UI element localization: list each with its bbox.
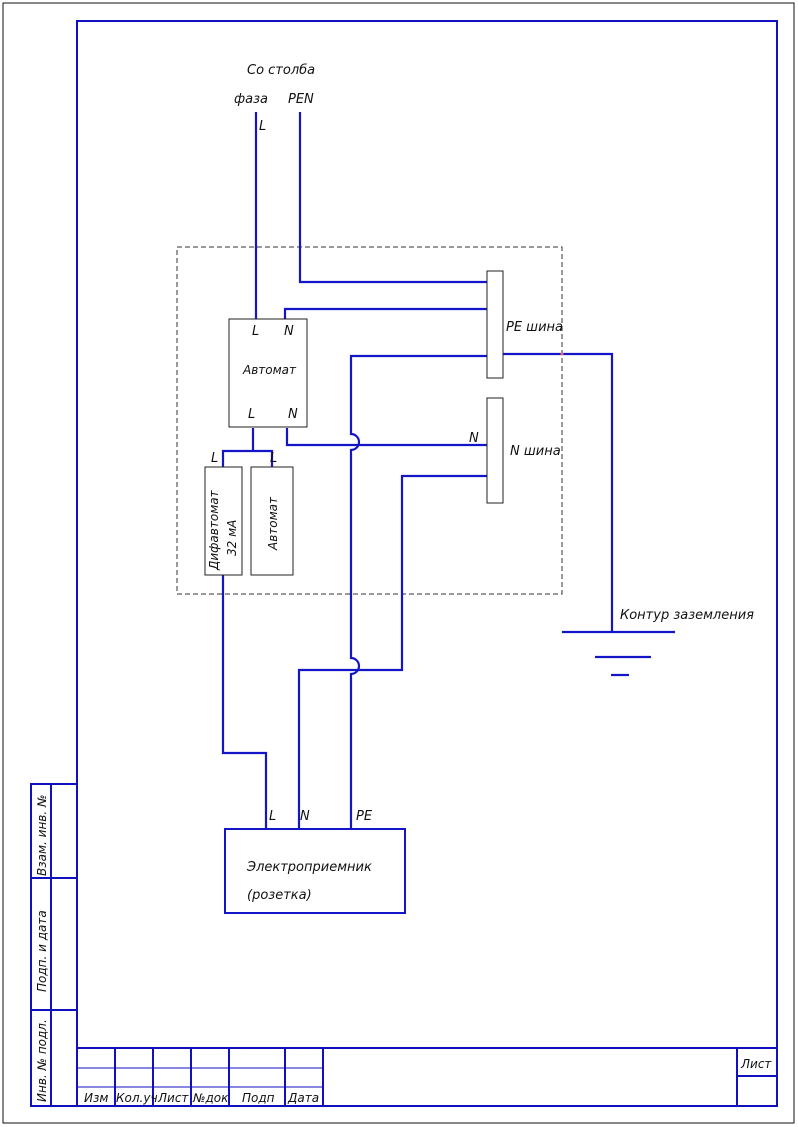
stamp-col-date: Дата xyxy=(287,1091,319,1105)
phase-label: фаза xyxy=(234,92,268,107)
receiver-subtitle: (розетка) xyxy=(247,888,312,903)
main-breaker: L N Автомат L N xyxy=(228,318,308,428)
pe-bus: PE шина xyxy=(486,270,564,379)
stamp-col-change: Изм xyxy=(84,1091,108,1105)
second-breaker: L Автомат xyxy=(250,451,294,576)
main-breaker-pin-in-l: L xyxy=(252,324,259,339)
main-breaker-label: Автомат xyxy=(242,363,297,377)
n-bus-label: N шина xyxy=(510,444,561,459)
main-breaker-pin-out-n: N xyxy=(288,407,298,422)
main-breaker-pin-out-l: L xyxy=(248,407,255,422)
pen-label: PEN xyxy=(288,92,314,107)
stamp-sheet-label: Лист xyxy=(740,1057,772,1071)
n-bus: N шина N xyxy=(469,397,561,504)
source-label: Со столба xyxy=(247,63,315,78)
ground-label: Контур заземления xyxy=(620,608,754,623)
receiver-pin-n: N xyxy=(300,809,310,824)
side-stamp-replace: Взам. инв. № xyxy=(35,795,49,876)
receiver-title: Электроприемник xyxy=(246,860,372,875)
stamp-col-sign: Подп xyxy=(242,1091,275,1105)
second-breaker-label: Автомат xyxy=(266,496,280,551)
ground-symbol: Контур заземления xyxy=(562,608,754,677)
pe-bus-label: PE шина xyxy=(506,320,563,335)
switchboard-enclosure xyxy=(176,246,563,595)
receiver-pin-l: L xyxy=(269,809,276,824)
rcbo-pin-l: L xyxy=(211,451,218,466)
main-breaker-pin-in-n: N xyxy=(284,324,294,339)
second-breaker-pin-l: L xyxy=(270,451,277,466)
receiver-socket: L N PE Электроприемник (розетка) xyxy=(224,809,406,914)
rcbo-device: L Дифавтомат 32 мА xyxy=(204,451,243,576)
receiver-pin-pe: PE xyxy=(356,809,373,824)
side-stamp-sign-date: Подп. и дата xyxy=(35,910,49,992)
stamp-col-sheet: Лист xyxy=(157,1091,189,1105)
wiring xyxy=(221,112,614,829)
rcbo-rating: 32 мА xyxy=(225,520,239,556)
n-bus-pin-n: N xyxy=(469,431,479,446)
title-block: Изм Кол.уч Лист №док Подп Дата Лист xyxy=(77,1047,777,1106)
side-stamp: Взам. инв. № Подп. и дата Инв. № подл. xyxy=(30,783,78,1107)
stamp-col-doc: №док xyxy=(192,1091,229,1105)
phase-letter: L xyxy=(259,119,266,134)
rcbo-label: Дифавтомат xyxy=(207,489,221,571)
side-stamp-inventory: Инв. № подл. xyxy=(35,1019,49,1102)
stamp-col-count: Кол.уч xyxy=(116,1091,158,1105)
